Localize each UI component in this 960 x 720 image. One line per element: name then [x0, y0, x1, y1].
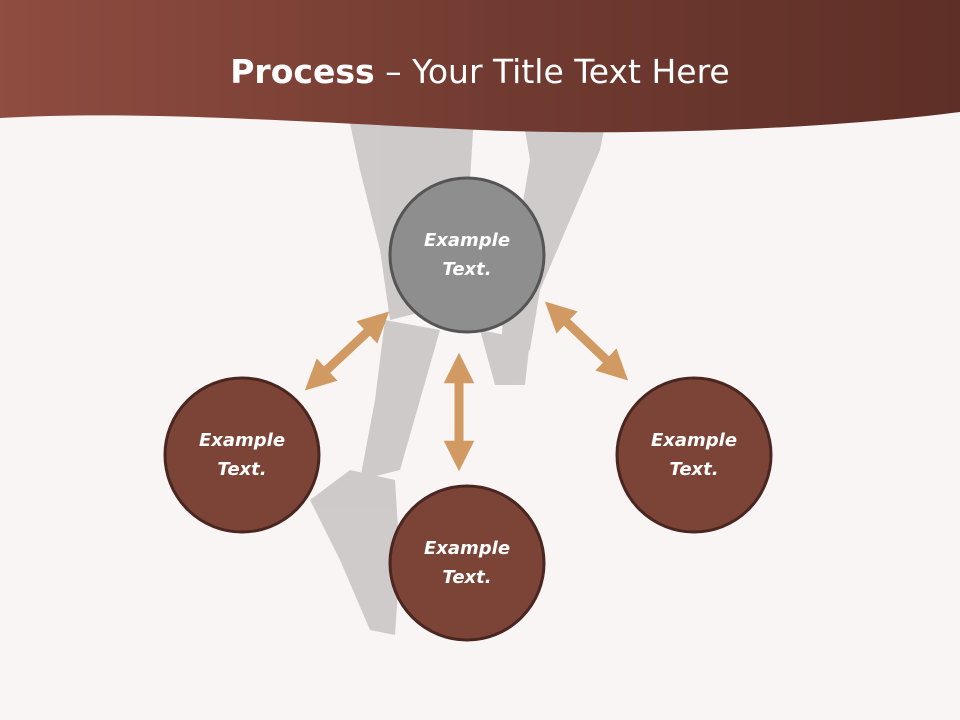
node-top-circle — [388, 176, 546, 334]
node-left-line2: Text. — [217, 459, 267, 480]
node-bottom-line1: Example — [423, 538, 511, 559]
node-bottom-circle — [388, 484, 546, 642]
title-bold: Process — [230, 52, 375, 91]
node-left-line1: Example — [198, 430, 286, 451]
page-title: Process – Your Title Text Here — [0, 52, 960, 91]
node-top-line1: Example — [423, 230, 511, 251]
node-right-line2: Text. — [669, 459, 719, 480]
node-bottom-line2: Text. — [442, 567, 492, 588]
header-band — [0, 0, 960, 133]
title-rest: – Your Title Text Here — [374, 52, 730, 91]
arrow-right — [544, 301, 629, 381]
node-right-line1: Example — [650, 430, 738, 451]
node-top-line2: Text. — [442, 259, 492, 280]
node-left-circle — [163, 376, 321, 534]
arrow-left — [304, 311, 390, 391]
node-right-circle — [615, 376, 773, 534]
